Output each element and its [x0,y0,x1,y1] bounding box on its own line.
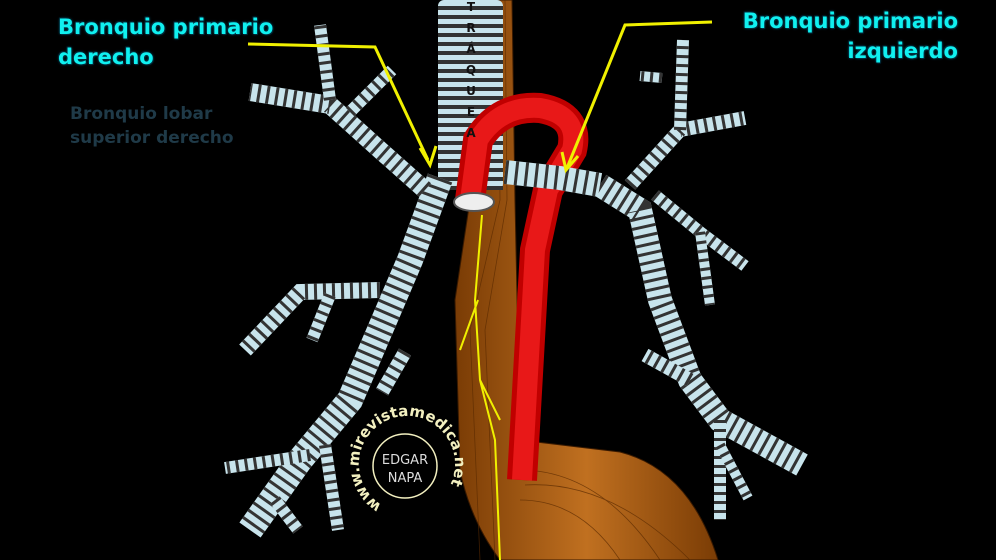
trachea-letter: Q [465,63,477,77]
bronchus-rings [674,39,689,131]
bronchus [224,449,311,474]
trachea-letter: Á [466,42,476,56]
pointer-right-primary [247,42,430,161]
bronchus [306,292,336,343]
label-line: izquierdo [847,39,958,63]
pointer-left-primary [565,20,713,169]
bronchus-rings [695,231,715,306]
label-line: superior derecho [70,128,234,148]
bronchus-rings [715,442,753,501]
aorta-cut-end [453,192,495,212]
bronchus-rings [239,173,453,538]
trachea-letter: R [466,21,476,35]
trachea-letter: T [466,0,476,14]
trachea-letter: U [466,84,476,98]
bronchus-rings [375,348,412,396]
bronchus [239,282,381,356]
trachea-letter: A [466,126,476,140]
trachea-letter: E [466,105,476,119]
bronchus-rings [270,496,303,534]
esophagus [454,0,719,560]
bronchus-rings [651,190,749,271]
label-line: Bronquio primario [742,9,958,33]
bronchus-rings [593,174,808,476]
bronchus-rings [314,24,336,101]
label-left-primary-bronchus: Bronquio primario izquierdo [743,6,958,66]
vagus-nerve [459,214,501,560]
bronchus-rings [639,71,663,83]
label-line: Bronquio lobar [70,104,213,124]
watermark-seal: www.mirevistamedica.net EDGAR NAPA [345,402,470,517]
bronchus-rings [345,65,397,117]
bronchus [248,83,431,197]
bronchus [641,348,694,387]
label-right-primary-bronchus: Bronquio primario derecho [58,12,273,72]
watermark-author-1: EDGAR [382,453,428,468]
label-right-upper-lobar-bronchus: Bronquio lobar superior derecho [70,102,234,150]
bronchus [319,444,344,531]
watermark-author-2: NAPA [388,471,423,486]
label-line: Bronquio primario [58,15,274,39]
label-line: derecho [58,45,154,69]
